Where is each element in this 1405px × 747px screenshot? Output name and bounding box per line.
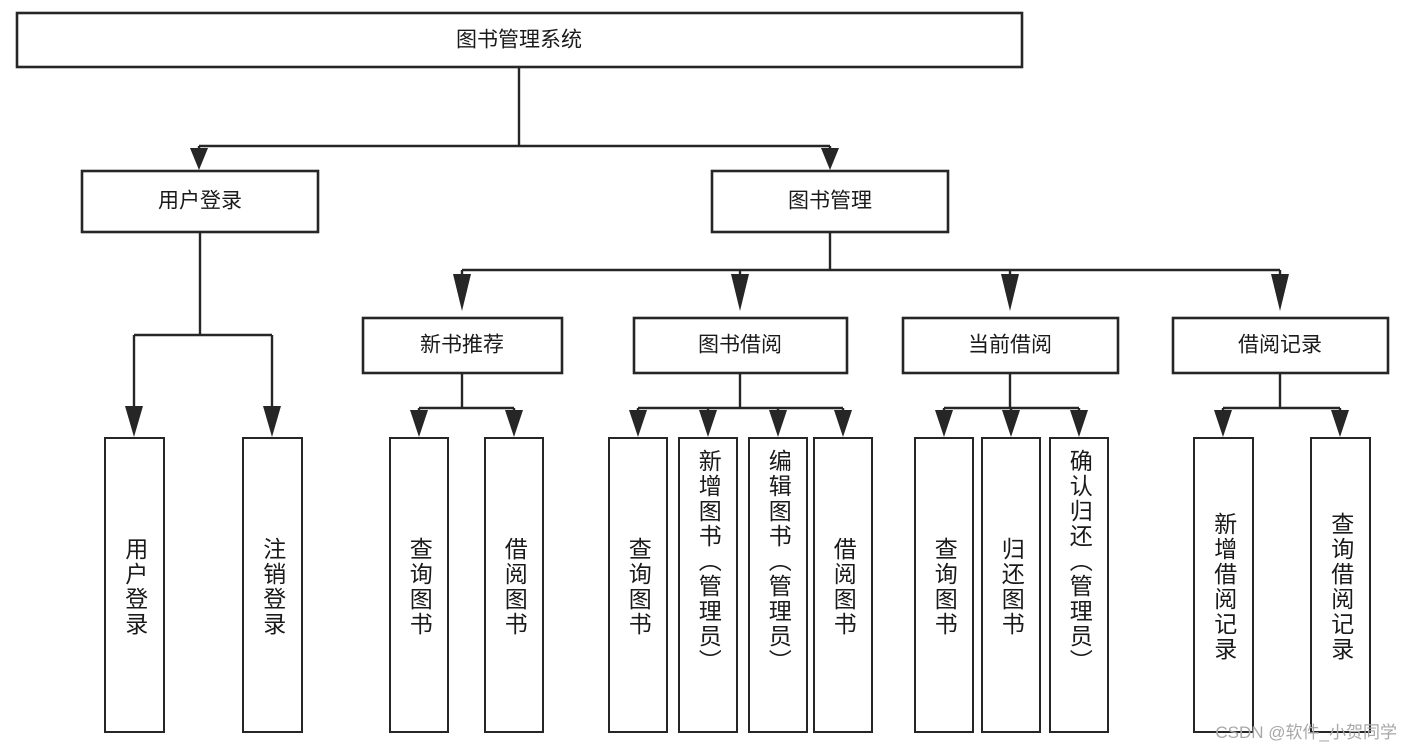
connector-user-login-to-leaves: [125, 232, 281, 437]
leaf-new-book-rec-1[interactable]: 借阅图书: [484, 437, 544, 733]
arrow-head-icon: [1002, 410, 1020, 437]
leaf-label: 查询图书: [625, 537, 652, 637]
leaf-inner: 查询图书: [916, 439, 972, 731]
connector-book-borrow-to-leaves: [629, 373, 852, 437]
leaf-current-borrow-2[interactable]: 确认归还（管理员）: [1049, 437, 1109, 733]
node-book-management[interactable]: 图书管理: [710, 169, 950, 234]
arrow-head-icon: [834, 410, 852, 437]
node-book-management-label: 图书管理: [788, 190, 872, 213]
arrow-head-icon: [125, 406, 143, 437]
leaf-label: 编辑图书（管理员）: [765, 449, 792, 674]
leaf-label: 新增图书（管理员）: [695, 449, 722, 674]
connector-current-borrow-to-leaves: [935, 373, 1088, 437]
connector-book-management-to-level3: [453, 232, 1289, 311]
node-user-login[interactable]: 用户登录: [80, 169, 320, 234]
arrow-head-icon: [1214, 410, 1232, 437]
leaf-borrow-record-0[interactable]: 新增借阅记录: [1193, 437, 1254, 733]
arrow-head-icon: [1331, 410, 1349, 437]
leaf-inner: 查询借阅记录: [1312, 439, 1369, 731]
leaf-label: 借阅图书: [501, 537, 528, 637]
arrow-head-icon: [821, 148, 839, 170]
leaf-label: 查询图书: [931, 537, 958, 637]
arrow-head-icon: [453, 274, 471, 311]
arrow-head-icon: [769, 410, 787, 437]
leaf-new-book-rec-0[interactable]: 查询图书: [389, 437, 449, 733]
leaf-inner: 借阅图书: [486, 439, 542, 731]
node-borrow-record-label: 借阅记录: [1238, 334, 1322, 357]
arrow-head-icon: [190, 148, 208, 170]
leaf-book-borrow-1[interactable]: 新增图书（管理员）: [678, 437, 738, 733]
node-current-borrow[interactable]: 当前借阅: [901, 316, 1120, 375]
leaf-inner: 借阅图书: [815, 439, 871, 731]
node-new-book-recommend-label: 新书推荐: [420, 334, 504, 357]
arrow-head-icon: [1001, 274, 1019, 311]
leaf-label: 新增借阅记录: [1210, 512, 1237, 662]
arrow-head-icon: [699, 410, 717, 437]
leaf-label: 用户登录: [121, 537, 148, 637]
arrow-head-icon: [505, 410, 523, 437]
leaf-user-login-0[interactable]: 用户登录: [104, 437, 165, 733]
leaf-label: 借阅图书: [830, 537, 857, 637]
node-borrow-record[interactable]: 借阅记录: [1171, 316, 1390, 375]
arrow-head-icon: [1070, 410, 1088, 437]
node-new-book-recommend[interactable]: 新书推荐: [361, 316, 564, 375]
node-book-borrow[interactable]: 图书借阅: [632, 316, 849, 375]
arrow-head-icon: [263, 406, 281, 437]
arrow-head-icon: [731, 274, 749, 311]
leaf-label: 查询图书: [406, 537, 433, 637]
leaf-inner: 新增图书（管理员）: [680, 439, 736, 731]
watermark: CSDN @软件_小贺同学: [1215, 723, 1397, 742]
leaf-inner: 用户登录: [106, 439, 163, 731]
leaf-label: 注销登录: [259, 537, 286, 637]
leaf-inner: 新增借阅记录: [1195, 439, 1252, 731]
leaf-inner: 确认归还（管理员）: [1051, 439, 1107, 731]
leaf-inner: 查询图书: [610, 439, 666, 731]
arrow-head-icon: [410, 410, 428, 437]
node-current-borrow-label: 当前借阅: [968, 334, 1052, 357]
leaf-inner: 注销登录: [244, 439, 301, 731]
leaf-book-borrow-2[interactable]: 编辑图书（管理员）: [748, 437, 808, 733]
arrow-head-icon: [935, 410, 953, 437]
leaf-label: 查询借阅记录: [1327, 512, 1354, 662]
node-book-borrow-label: 图书借阅: [698, 334, 782, 357]
leaf-borrow-record-1[interactable]: 查询借阅记录: [1310, 437, 1371, 733]
connector-new-book-recommend-to-leaves: [410, 373, 523, 437]
connector-borrow-record-to-leaves: [1214, 373, 1349, 437]
leaf-book-borrow-3[interactable]: 借阅图书: [813, 437, 873, 733]
leaf-book-borrow-0[interactable]: 查询图书: [608, 437, 668, 733]
leaf-current-borrow-0[interactable]: 查询图书: [914, 437, 974, 733]
leaf-label: 归还图书: [998, 537, 1025, 637]
leaf-label: 确认归还（管理员）: [1066, 449, 1093, 674]
node-root-label: 图书管理系统: [456, 29, 582, 52]
leaf-inner: 编辑图书（管理员）: [750, 439, 806, 731]
leaf-inner: 查询图书: [391, 439, 447, 731]
leaf-inner: 归还图书: [983, 439, 1039, 731]
arrow-head-icon: [1271, 274, 1289, 311]
node-root[interactable]: 图书管理系统: [15, 11, 1024, 69]
leaf-current-borrow-1[interactable]: 归还图书: [981, 437, 1041, 733]
leaf-user-login-1[interactable]: 注销登录: [242, 437, 303, 733]
node-user-login-label: 用户登录: [158, 190, 242, 213]
connector-root-to-level2: [190, 67, 839, 170]
arrow-head-icon: [629, 410, 647, 437]
